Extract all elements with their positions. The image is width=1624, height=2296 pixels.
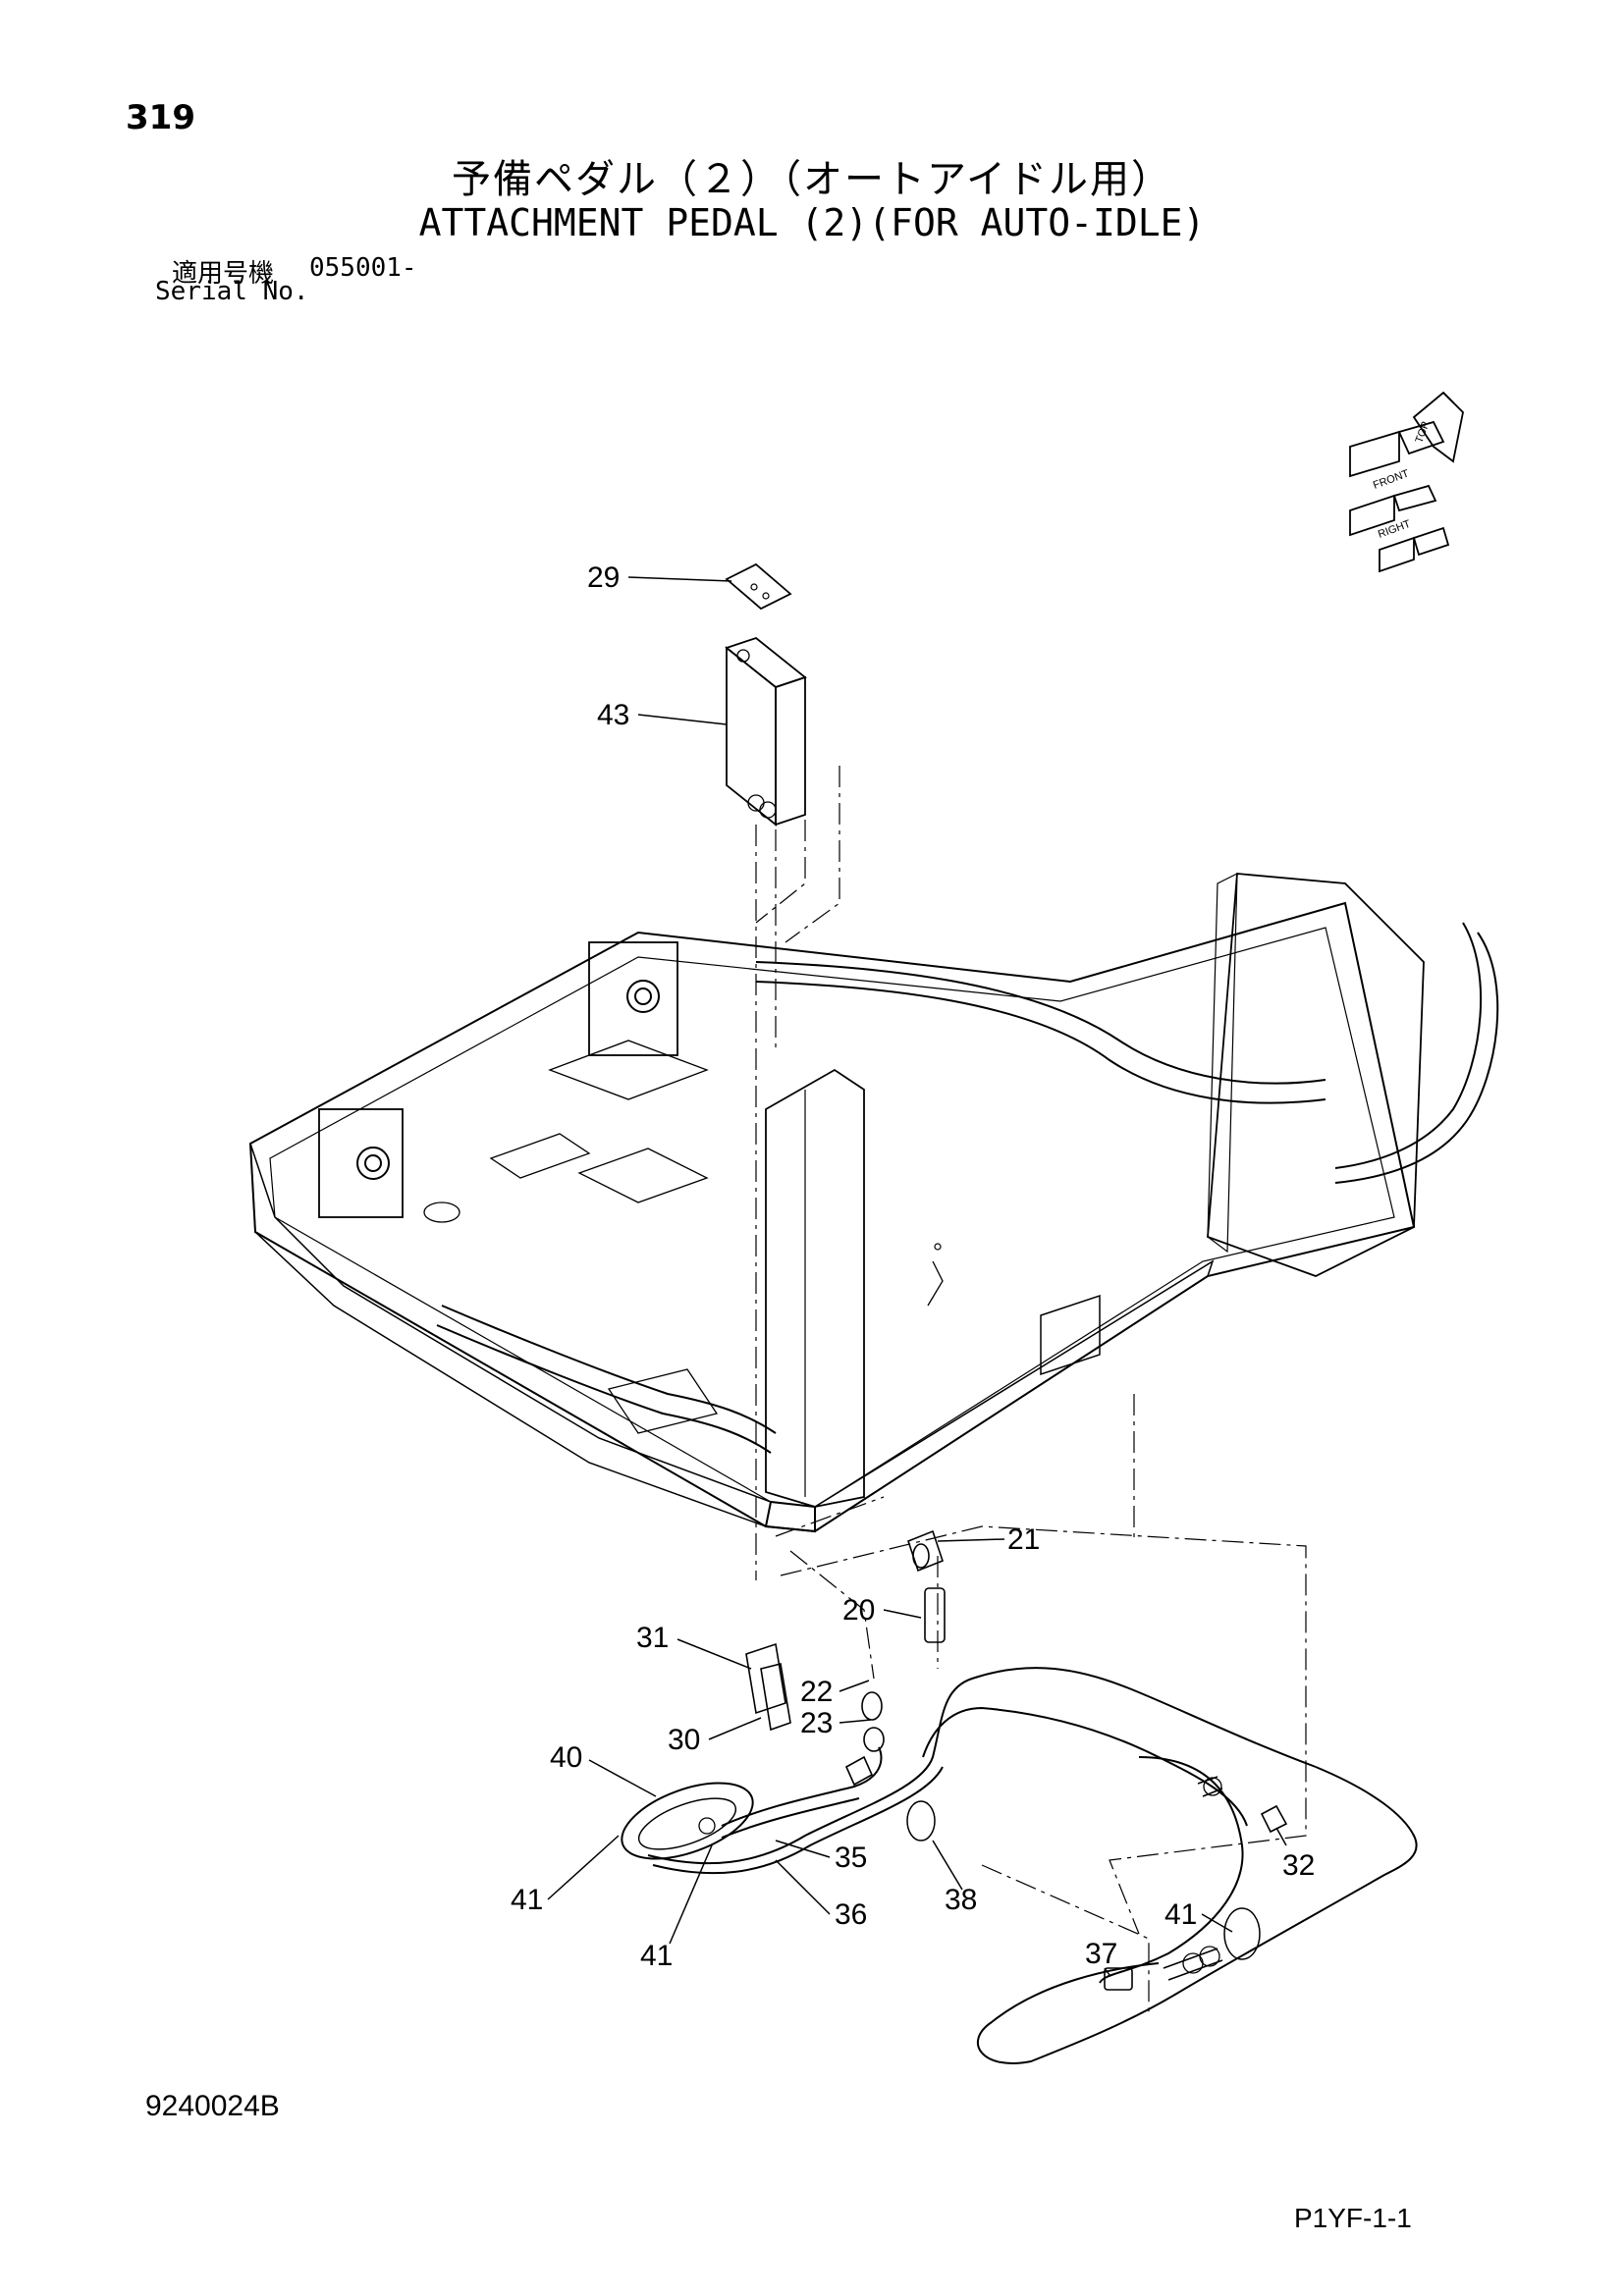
callout-38: 38 <box>945 1884 977 1916</box>
callout-labels: 29 43 21 20 31 22 23 30 40 35 36 38 32 4… <box>511 561 1315 1972</box>
orientation-indicator: TOP FRONT RIGHT <box>1349 391 1464 573</box>
fittings <box>745 1529 1288 1834</box>
page-number: 319 <box>126 98 195 137</box>
callout-30: 30 <box>668 1724 700 1756</box>
page-code: P1YF-1-1 <box>1294 2203 1412 2233</box>
callout-41-left: 41 <box>511 1884 543 1916</box>
callout-21: 21 <box>1007 1523 1040 1556</box>
document-code: 9240024B <box>145 2090 280 2122</box>
callout-29: 29 <box>587 561 620 594</box>
serial-label-english: Serial No. <box>155 277 309 306</box>
callout-36: 36 <box>835 1898 867 1931</box>
callout-41-bottom: 41 <box>640 1940 673 1972</box>
assembly-lines <box>755 766 1307 2017</box>
title-english: ATTACHMENT PEDAL (2)(FOR AUTO-IDLE) <box>418 201 1206 244</box>
leader-lines <box>547 576 1287 1976</box>
orientation-label-front: FRONT <box>1372 467 1411 491</box>
callout-37: 37 <box>1085 1938 1117 1970</box>
floor-frame <box>248 873 1499 1533</box>
callout-40: 40 <box>550 1741 582 1774</box>
callout-31: 31 <box>636 1622 669 1654</box>
serial-value: 055001- <box>309 253 417 283</box>
callout-32: 32 <box>1282 1849 1315 1882</box>
callout-23: 23 <box>800 1707 833 1739</box>
callout-20: 20 <box>842 1594 875 1627</box>
callout-35: 35 <box>835 1842 867 1874</box>
pedal-assembly <box>725 562 807 827</box>
orientation-label-right: RIGHT <box>1377 518 1413 541</box>
title-japanese: 予備ペダル（２）（オートアイドル用） <box>452 157 1172 202</box>
callout-22: 22 <box>800 1676 833 1708</box>
wire-harness <box>621 1667 1418 2064</box>
callout-41-right: 41 <box>1164 1898 1197 1931</box>
serial-label-japanese: 適用号機 <box>172 259 275 289</box>
callout-43: 43 <box>597 699 629 731</box>
